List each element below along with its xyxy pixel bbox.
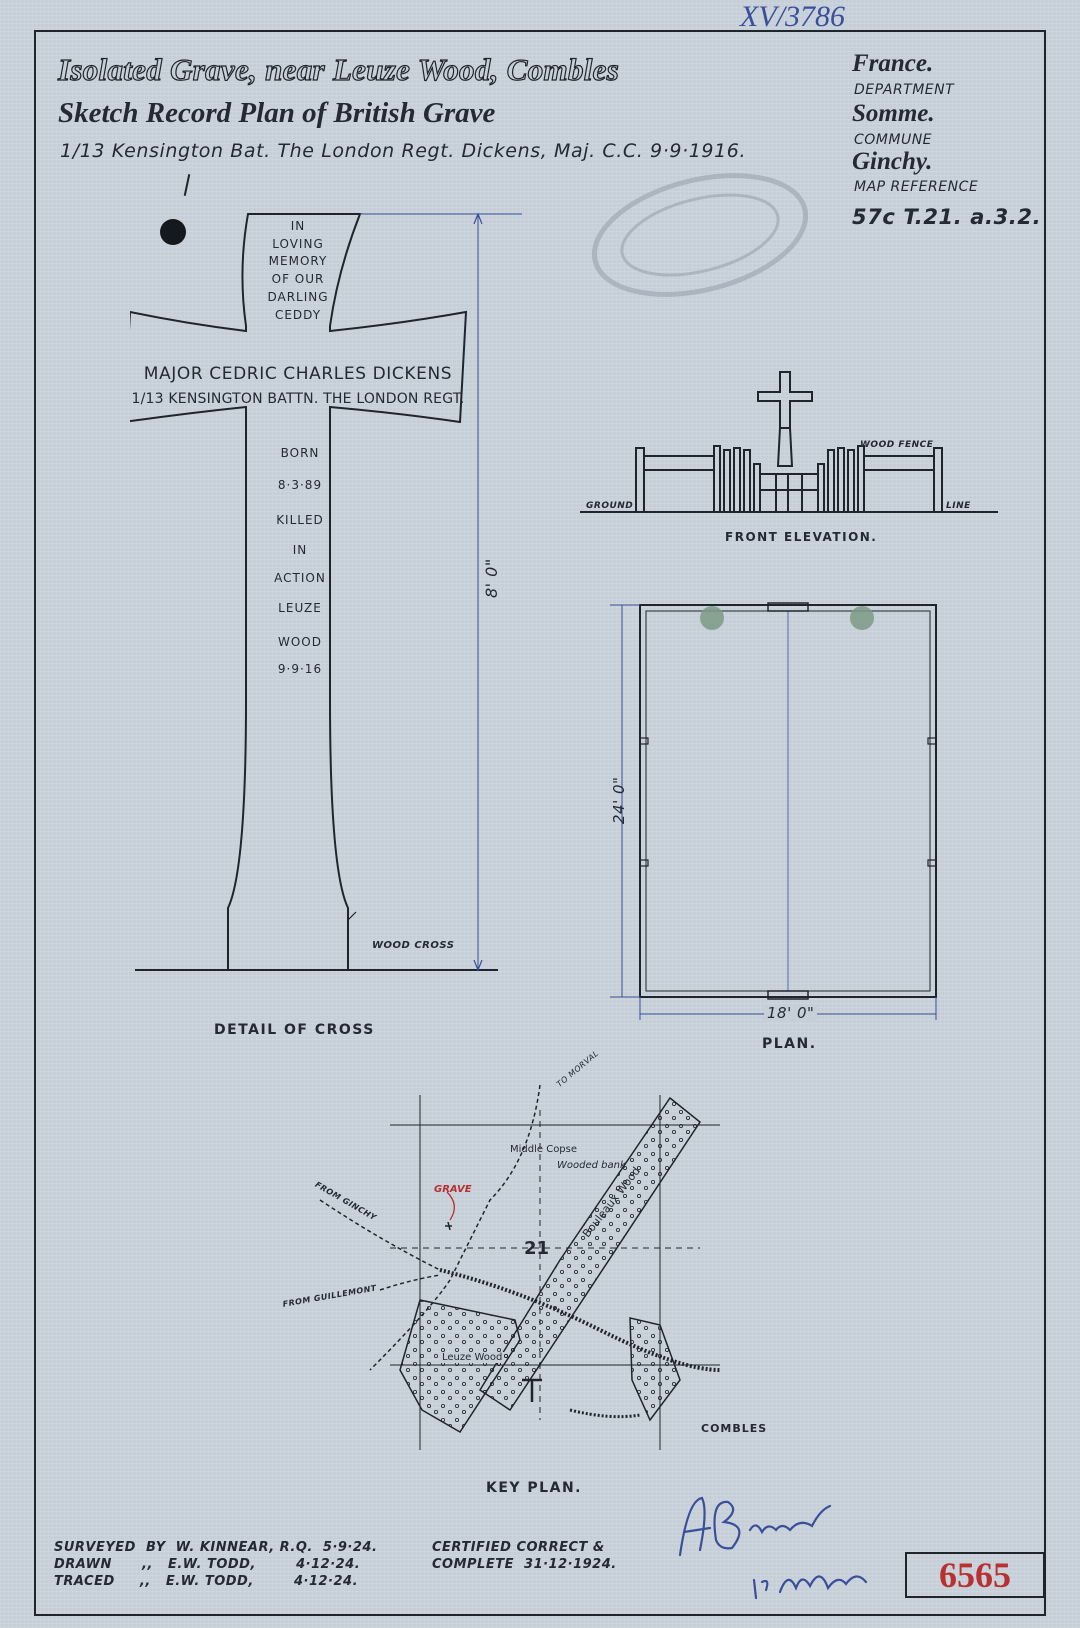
- cross-inscription-bottom: BORN 8·3·89 KILLED IN ACTION LEUZE WOOD …: [260, 446, 340, 676]
- front-elevation-caption: FRONT ELEVATION.: [725, 530, 878, 544]
- wood-fence-label: WOOD FENCE: [860, 440, 934, 450]
- inscription-line: DARLING: [267, 289, 329, 304]
- cross-height-dimension: 8' 0": [482, 558, 501, 598]
- inscription-line: OF OUR: [271, 272, 325, 287]
- inscription-line: LEUZE: [278, 601, 322, 615]
- traced-credit: TRACED ,, E.W. TODD, 4·12·24.: [54, 1574, 359, 1589]
- middle-copse-label: Middle Copse: [510, 1144, 578, 1155]
- plan-length-dimension: 24' 0": [610, 776, 628, 824]
- sheet-number: 6565: [905, 1552, 1045, 1598]
- inscription-line: BORN: [280, 446, 320, 460]
- map-square-number: 21: [524, 1238, 550, 1259]
- cross-outline: [130, 213, 468, 971]
- inscription-line: MEMORY: [268, 254, 328, 269]
- key-plan-map: [319, 1084, 721, 1450]
- signature: [678, 1496, 868, 1600]
- wooded-bank-label: Wooded bank: [557, 1160, 626, 1171]
- office-stamp: [591, 173, 809, 297]
- drawn-credit: DRAWN ,, E.W. TODD, 4·12·24.: [54, 1557, 361, 1572]
- inscription-line: LOVING: [272, 236, 324, 251]
- combles-label: COMBLES: [701, 1422, 768, 1435]
- country: France.: [852, 50, 934, 77]
- certified-line-2: COMPLETE 31·12·1924.: [432, 1557, 617, 1572]
- inscription-line: 8·3·89: [277, 478, 323, 492]
- commune: Ginchy.: [852, 148, 933, 175]
- department-label: DEPARTMENT: [854, 82, 955, 98]
- cross-unit-line: 1/13 KENSINGTON BATTN. THE LONDON REGT.: [131, 391, 465, 407]
- key-plan-caption: KEY PLAN.: [486, 1480, 582, 1496]
- cross-inscription-top: IN LOVING MEMORY OF OUR DARLING CEDDY: [248, 218, 348, 324]
- page-title: Isolated Grave, near Leuze Wood, Combles: [57, 51, 620, 87]
- plan-drawing: [610, 602, 937, 1020]
- surveyed-credit: SURVEYED BY W. KINNEAR, R.Q. 5·9·24.: [54, 1540, 378, 1555]
- inscription-line: WOOD: [278, 635, 322, 649]
- inscription-line: CEDDY: [274, 307, 322, 322]
- grave-label: GRAVE: [434, 1184, 472, 1195]
- inscription-line: ACTION: [274, 571, 326, 585]
- punch-hole: [160, 219, 186, 245]
- plan-caption: PLAN.: [762, 1036, 817, 1052]
- inscription-line: IN: [290, 219, 306, 233]
- inscription-line: KILLED: [276, 513, 324, 527]
- page-subtitle: Sketch Record Plan of British Grave: [58, 97, 496, 129]
- cross-drawing: [130, 212, 522, 972]
- department: Somme.: [852, 100, 935, 127]
- unit-line: 1/13 Kensington Bat. The London Regt. Di…: [60, 140, 747, 162]
- ground-label: GROUND: [586, 501, 634, 511]
- map-reference: 57c T.21. a.3.2.: [852, 205, 1042, 229]
- line-label: LINE: [946, 501, 971, 511]
- commune-label: COMMUNE: [854, 132, 933, 148]
- wood-cross-label: WOOD CROSS: [372, 940, 455, 951]
- plan-width-dimension: 18' 0": [764, 1004, 818, 1022]
- archive-reference: XV/3786: [740, 0, 845, 33]
- inscription-line: 9·9·16: [277, 662, 323, 676]
- cross-caption: DETAIL OF CROSS: [214, 1022, 375, 1038]
- leuze-wood-label: Leuze Wood: [440, 1352, 505, 1363]
- drawing-border: [34, 30, 1046, 1616]
- map-reference-label: MAP REFERENCE: [854, 179, 979, 195]
- front-elevation-drawing: [580, 371, 998, 513]
- inscription-line: IN: [292, 543, 308, 557]
- cross-name-line: MAJOR CEDRIC CHARLES DICKENS: [143, 364, 453, 384]
- certified-line-1: CERTIFIED CORRECT &: [432, 1540, 605, 1555]
